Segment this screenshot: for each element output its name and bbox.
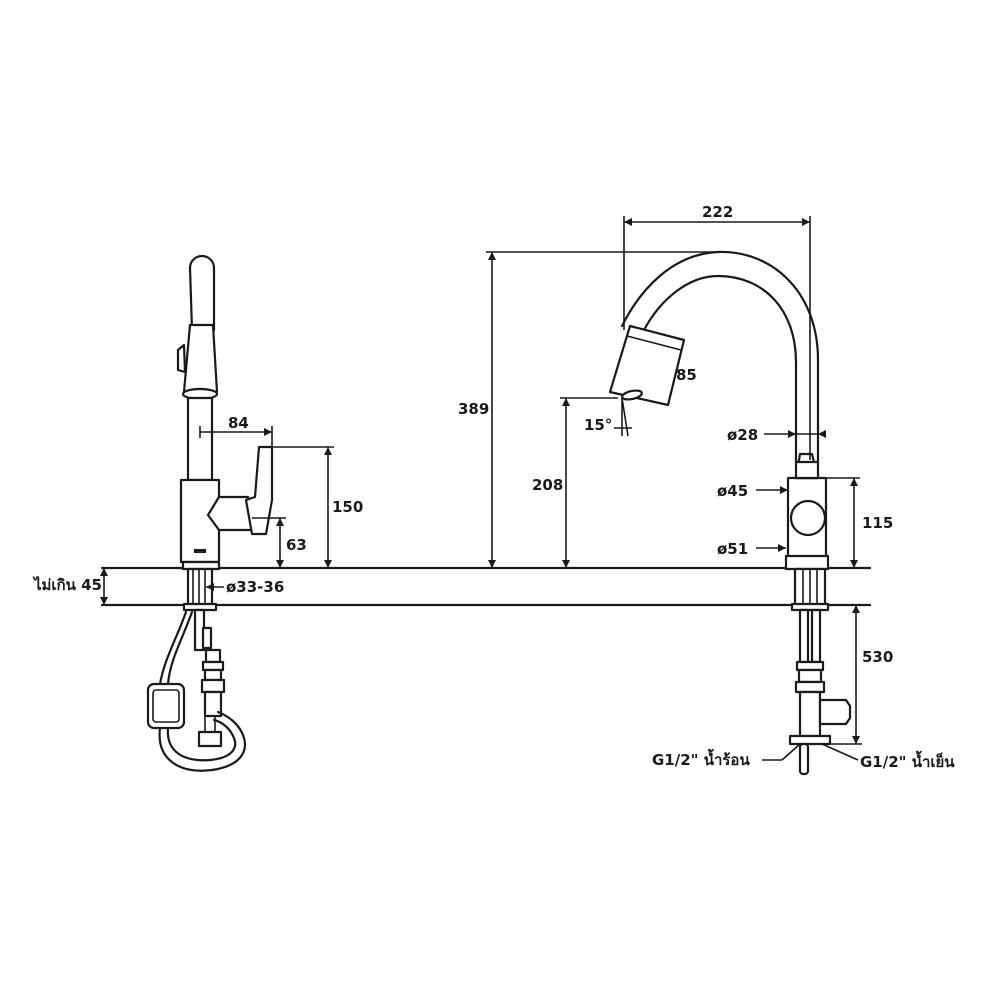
dim-spray-angle: 15° (584, 416, 612, 434)
dim-outlet-height: 208 (532, 476, 563, 494)
side-hose (158, 610, 194, 686)
dim-body-diameter: ø45 (717, 482, 748, 500)
front-view-faucet (608, 250, 852, 776)
label-cold-inlet: G1/2" น้ำเย็น (860, 750, 955, 771)
side-handle-connector (206, 495, 254, 532)
counter-top (100, 566, 872, 607)
dim-total-height: 389 (458, 400, 489, 418)
dim-spout-reach: 222 (702, 203, 733, 221)
side-pull-out-head (182, 323, 219, 394)
dim-base-diameter: ø51 (717, 540, 748, 558)
front-gooseneck-outer (620, 250, 820, 464)
dim-handle-base-height: 63 (286, 536, 307, 554)
dim-head-length: 85 (676, 366, 697, 384)
dim-body-height: 115 (862, 514, 893, 532)
side-view-dimensions: 84 150 63 ไม่เกิน 45 ø33-36 (32, 414, 363, 605)
hose-weight (146, 682, 186, 730)
front-pull-out-head (608, 324, 686, 407)
side-view-faucet (146, 254, 274, 772)
side-handle-lever (244, 445, 274, 536)
dim-hose-length: 530 (862, 648, 893, 666)
front-view-dimensions: 222 389 208 85 15° ø28 ø45 ø51 (458, 203, 955, 771)
dim-handle-width: 84 (228, 414, 249, 432)
label-hot-inlet: G1/2" น้ำร้อน (652, 748, 750, 769)
side-lower-stem (186, 396, 214, 482)
side-spout-stem (188, 254, 216, 332)
front-handle-knob (789, 499, 827, 537)
dim-handle-height: 150 (332, 498, 363, 516)
dim-counter-thickness: ไม่เกิน 45 (32, 575, 102, 594)
dim-neck-diameter: ø28 (727, 426, 758, 444)
front-gooseneck-inner (642, 274, 798, 464)
dim-hole-diameter: ø33-36 (226, 578, 284, 596)
